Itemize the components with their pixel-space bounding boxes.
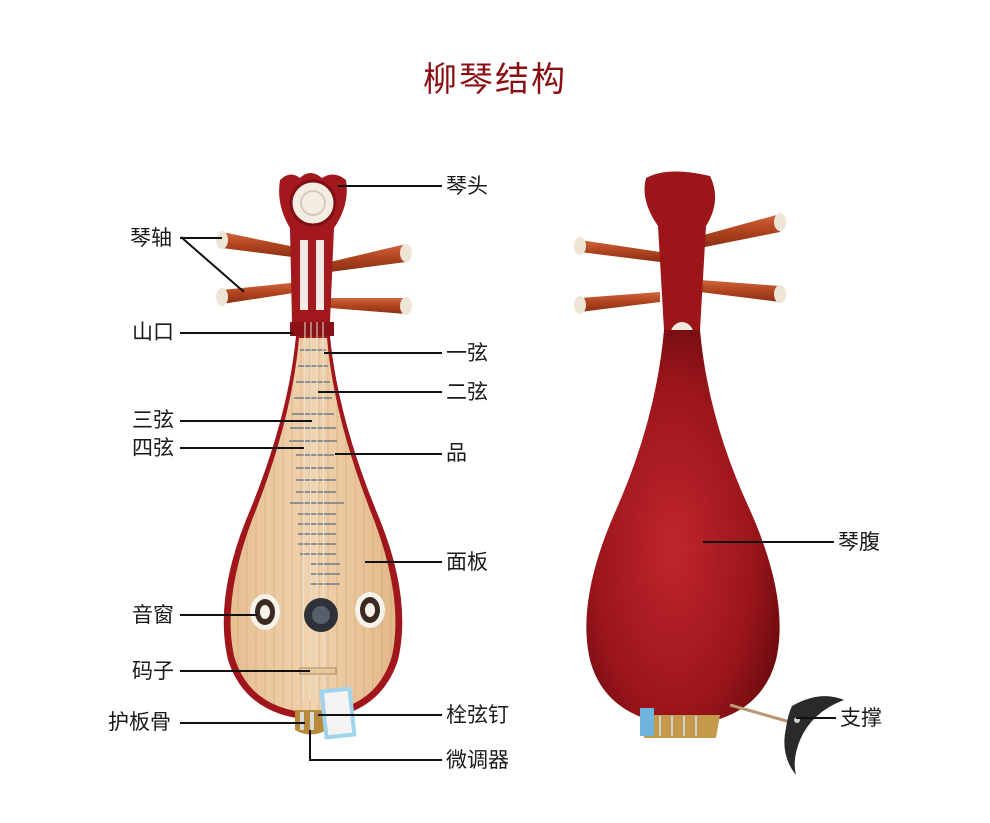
label-qinfu: 琴腹 [838,530,880,554]
label-pin: 品 [446,441,467,465]
leader-lines [180,185,836,761]
label-erxian: 二弦 [446,380,488,404]
back-view [574,171,844,775]
label-qintou: 琴头 [446,174,488,198]
label-yixian: 一弦 [446,341,488,365]
label-mianban: 面板 [446,550,488,574]
label-sanxian: 三弦 [132,408,174,432]
label-sixian: 四弦 [132,436,174,460]
label-mazi: 码子 [132,659,174,683]
label-qinzhou: 琴轴 [130,226,172,250]
label-weitiaoqi: 微调器 [446,748,509,772]
label-zhicheng: 支撑 [840,706,882,730]
front-view [216,173,412,740]
label-shuanxianding: 栓弦钉 [446,703,509,727]
label-hubangu: 护板骨 [108,710,171,734]
label-shankou: 山口 [132,320,174,344]
page-title: 柳琴结构 [423,60,567,100]
label-yinchuang: 音窗 [132,603,174,627]
tuning-pegs-front [216,231,412,315]
